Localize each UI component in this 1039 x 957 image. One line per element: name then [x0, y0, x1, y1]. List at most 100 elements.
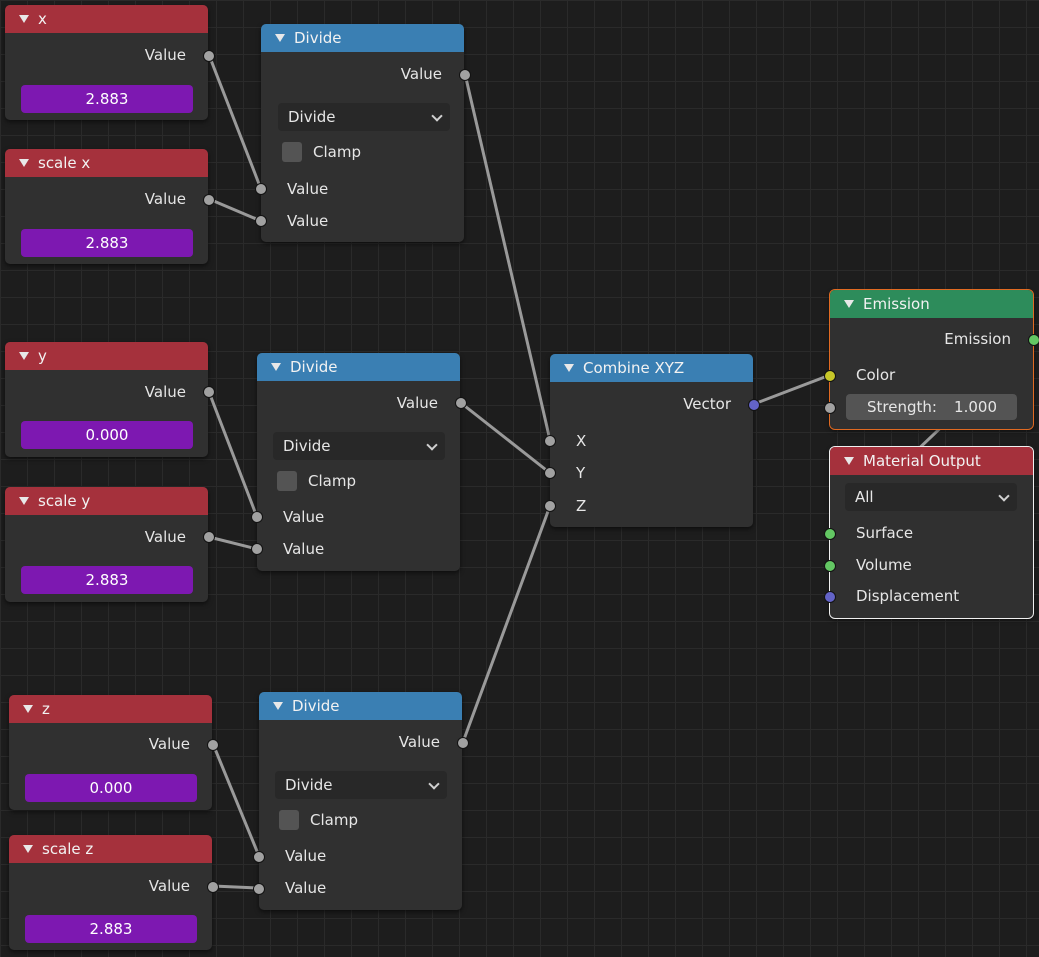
input-socket-y[interactable] [544, 467, 556, 479]
material-output-node[interactable]: Material Output All Surface Volume Displ… [824, 446, 1034, 619]
displacement-label: Displacement [856, 587, 960, 605]
value-node-y[interactable]: y Value 0.000 [5, 342, 215, 457]
input-socket[interactable] [255, 183, 267, 195]
strength-field[interactable]: Strength: 1.000 [846, 394, 1017, 420]
value-field[interactable]: 0.000 [25, 774, 197, 802]
emission-node[interactable]: Emission Emission Color Strength: 1.000 [824, 289, 1039, 430]
volume-input-socket[interactable] [824, 560, 836, 572]
value-node-scale-y[interactable]: scale y Value 2.883 [5, 487, 215, 602]
chevron-down-icon [431, 110, 443, 122]
node-header[interactable]: scale x [5, 149, 208, 177]
node-header[interactable]: Emission [830, 290, 1033, 318]
input-socket-x[interactable] [544, 435, 556, 447]
collapse-triangle-icon[interactable] [19, 159, 29, 167]
output-socket[interactable] [203, 50, 215, 62]
node-title: scale y [38, 492, 91, 510]
link-wire [207, 535, 259, 551]
node-header[interactable]: Divide [257, 353, 460, 381]
link-wire [463, 72, 552, 442]
node-header[interactable]: scale z [9, 835, 212, 863]
node-title: Divide [294, 29, 342, 47]
value-field[interactable]: 2.883 [21, 85, 193, 113]
input-label-y: Y [576, 464, 586, 482]
collapse-triangle-icon[interactable] [844, 457, 854, 465]
input-socket[interactable] [251, 511, 263, 523]
operation-dropdown[interactable]: Divide [275, 771, 447, 799]
clamp-checkbox[interactable] [279, 810, 299, 830]
output-label: Value [144, 46, 186, 64]
collapse-triangle-icon[interactable] [23, 705, 33, 713]
input-socket[interactable] [253, 851, 265, 863]
emission-output-socket[interactable] [1028, 334, 1039, 346]
node-title: Material Output [863, 452, 981, 470]
value-field[interactable]: 2.883 [21, 229, 193, 257]
collapse-triangle-icon[interactable] [271, 363, 281, 371]
output-socket[interactable] [207, 881, 219, 893]
input-socket-z[interactable] [544, 500, 556, 512]
node-header[interactable]: Combine XYZ [550, 354, 753, 382]
strength-input-socket[interactable] [824, 402, 836, 414]
input-label: Value [283, 508, 325, 526]
combine-xyz-node[interactable]: Combine XYZ Vector X Y Z [544, 354, 760, 527]
node-title: Emission [863, 295, 930, 313]
color-input-socket[interactable] [824, 370, 836, 382]
node-header[interactable]: scale y [5, 487, 208, 515]
node-title: Combine XYZ [583, 359, 685, 377]
value-node-z[interactable]: z Value 0.000 [9, 695, 219, 810]
target-value: All [855, 488, 874, 506]
collapse-triangle-icon[interactable] [564, 364, 574, 372]
output-label: Vector [683, 395, 731, 413]
divide-node-2[interactable]: Divide Value Divide Clamp Value Value [251, 353, 467, 571]
collapse-triangle-icon[interactable] [19, 497, 29, 505]
output-socket[interactable] [455, 397, 467, 409]
collapse-triangle-icon[interactable] [273, 702, 283, 710]
output-socket[interactable] [203, 386, 215, 398]
link-wire [211, 884, 261, 890]
operation-value: Divide [283, 437, 331, 455]
value-field[interactable]: 0.000 [21, 421, 193, 449]
operation-dropdown[interactable]: Divide [273, 432, 445, 460]
output-label: Value [400, 65, 442, 83]
link-wire [207, 390, 259, 519]
collapse-triangle-icon[interactable] [844, 300, 854, 308]
node-title: Divide [292, 697, 340, 715]
node-header[interactable]: Divide [261, 24, 464, 52]
output-label: Value [144, 528, 186, 546]
output-socket[interactable] [459, 69, 471, 81]
collapse-triangle-icon[interactable] [275, 34, 285, 42]
node-header[interactable]: y [5, 342, 208, 370]
surface-input-socket[interactable] [824, 528, 836, 540]
collapse-triangle-icon[interactable] [19, 352, 29, 360]
vector-output-socket[interactable] [748, 399, 760, 411]
input-socket[interactable] [255, 215, 267, 227]
output-socket[interactable] [207, 739, 219, 751]
operation-dropdown[interactable]: Divide [278, 103, 450, 131]
target-dropdown[interactable]: All [845, 483, 1017, 511]
input-label: Value [285, 879, 327, 897]
value-node-scale-z[interactable]: scale z Value 2.883 [9, 835, 219, 950]
input-socket[interactable] [251, 543, 263, 555]
value-node-scale-x[interactable]: scale x Value 2.883 [5, 149, 215, 264]
output-socket[interactable] [457, 737, 469, 749]
displacement-input-socket[interactable] [824, 591, 836, 603]
divide-node-1[interactable]: Divide Value Divide Clamp Value Value [255, 24, 471, 242]
chevron-down-icon [428, 778, 440, 790]
collapse-triangle-icon[interactable] [19, 15, 29, 23]
output-socket[interactable] [203, 194, 215, 206]
value-node-x[interactable]: x Value 2.883 [5, 5, 215, 120]
node-header[interactable]: z [9, 695, 212, 723]
input-label-x: X [576, 432, 587, 450]
divide-node-3[interactable]: Divide Value Divide Clamp Value Value [253, 692, 469, 910]
output-socket[interactable] [203, 531, 215, 543]
clamp-checkbox[interactable] [277, 471, 297, 491]
value-field[interactable]: 2.883 [25, 915, 197, 943]
collapse-triangle-icon[interactable] [23, 845, 33, 853]
node-header[interactable]: Material Output [830, 447, 1033, 475]
node-title: scale x [38, 154, 91, 172]
input-socket[interactable] [253, 883, 265, 895]
color-label: Color [856, 366, 896, 384]
node-header[interactable]: x [5, 5, 208, 33]
node-header[interactable]: Divide [259, 692, 462, 720]
clamp-checkbox[interactable] [282, 142, 302, 162]
value-field[interactable]: 2.883 [21, 566, 193, 594]
